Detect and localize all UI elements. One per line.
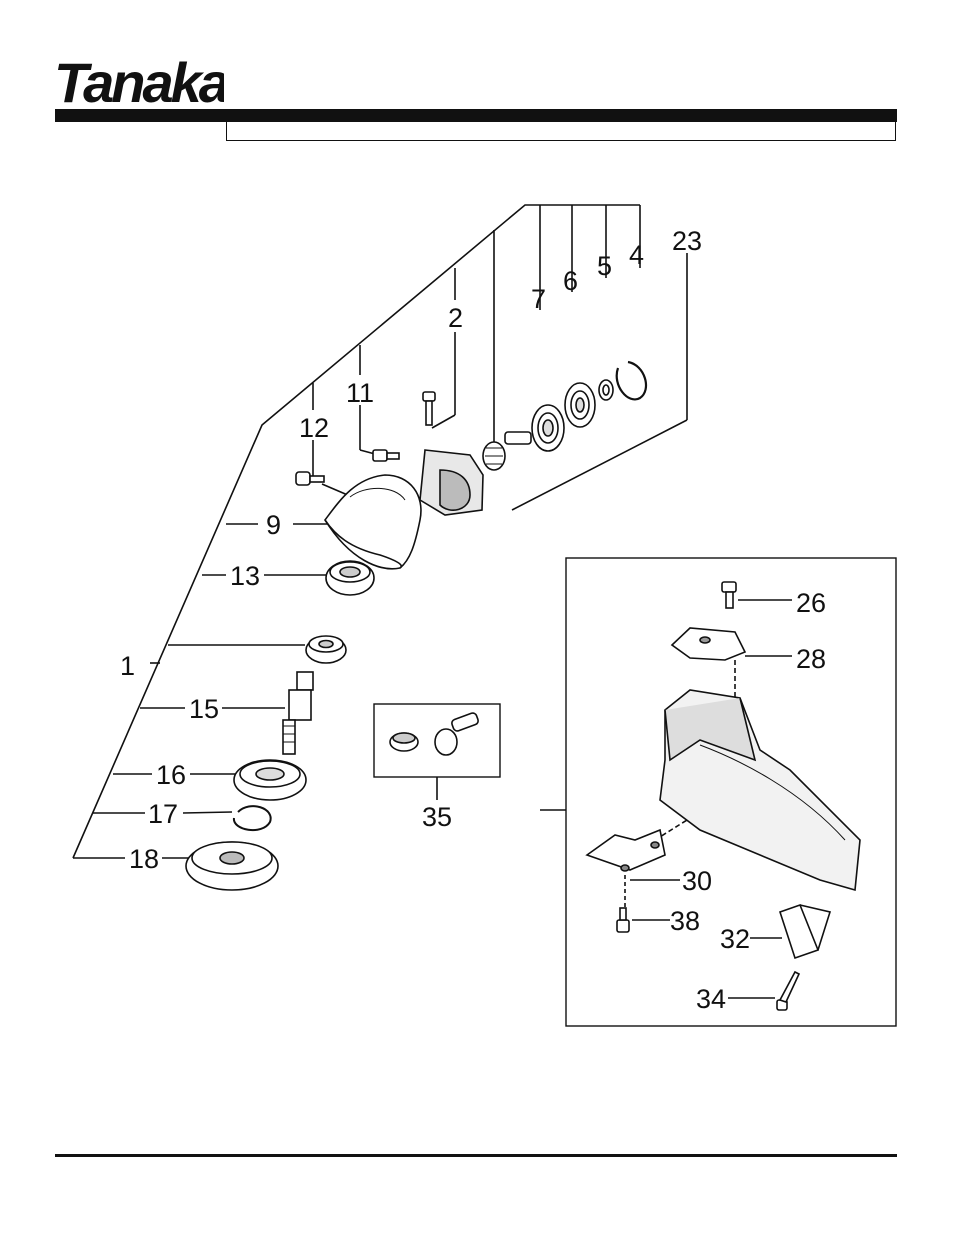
callout-34: 34 bbox=[696, 984, 726, 1014]
callout-11: 11 bbox=[346, 378, 374, 408]
bolt-part-2 bbox=[423, 392, 435, 425]
callout-1: 1 bbox=[120, 651, 135, 681]
pinion-gear bbox=[483, 432, 531, 470]
holder-part-18 bbox=[186, 842, 278, 890]
callout-13: 13 bbox=[230, 561, 260, 591]
clamp-part-28 bbox=[672, 628, 745, 660]
bolt-part-38 bbox=[617, 908, 629, 932]
bolt-part-12 bbox=[296, 472, 324, 485]
bolt-part-11 bbox=[373, 450, 399, 461]
bolt-part-26 bbox=[722, 582, 736, 608]
bearing-part-6 bbox=[565, 383, 595, 427]
callout-18: 18 bbox=[129, 844, 159, 874]
callout-26: 26 bbox=[796, 588, 826, 618]
callout-28: 28 bbox=[796, 644, 826, 674]
bevel-gear bbox=[306, 636, 346, 663]
shaft-part-15 bbox=[283, 672, 313, 754]
bracket-part-30 bbox=[587, 830, 665, 871]
callout-35: 35 bbox=[422, 802, 452, 832]
callout-6: 6 bbox=[563, 266, 578, 296]
bearing-part-13 bbox=[326, 561, 374, 595]
callout-38: 38 bbox=[670, 906, 700, 936]
footer-rule bbox=[55, 1154, 897, 1157]
callout-12: 12 bbox=[299, 413, 329, 443]
callout-23: 23 bbox=[672, 226, 702, 256]
callout-17: 17 bbox=[148, 799, 178, 829]
callout-4: 4 bbox=[629, 240, 644, 270]
callout-2: 2 bbox=[448, 303, 463, 333]
callout-16: 16 bbox=[156, 760, 186, 790]
snap-ring-part-17 bbox=[234, 806, 271, 830]
callout-9: 9 bbox=[266, 510, 281, 540]
kit-gear-set-35 bbox=[390, 712, 479, 755]
snap-ring-part-4 bbox=[617, 362, 646, 399]
bearing-part-7 bbox=[532, 405, 564, 451]
washer-part-5 bbox=[599, 380, 613, 400]
callout-30: 30 bbox=[682, 866, 712, 896]
callout-15: 15 bbox=[189, 694, 219, 724]
screw-part-34 bbox=[777, 972, 799, 1010]
bearing-part-16 bbox=[234, 760, 306, 800]
callout-5: 5 bbox=[597, 251, 612, 281]
gear-case-part-9 bbox=[325, 450, 483, 569]
callout-7: 7 bbox=[531, 284, 546, 314]
plate-part-32 bbox=[780, 905, 830, 958]
shield-guard bbox=[660, 690, 860, 890]
callout-32: 32 bbox=[720, 924, 750, 954]
